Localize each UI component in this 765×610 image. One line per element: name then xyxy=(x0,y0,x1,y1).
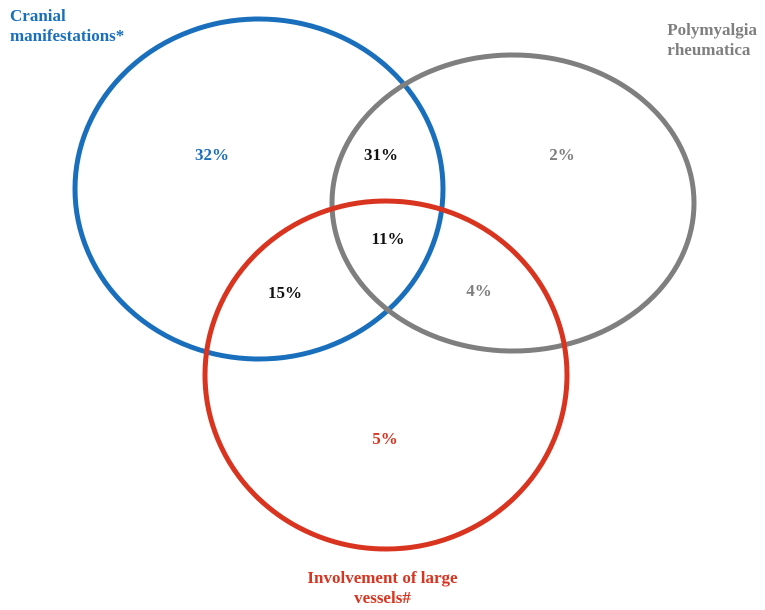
region-all-three-label: 11% xyxy=(371,229,404,248)
polymyalgia-rheumatica-title: Polymyalgia rheumatica xyxy=(667,20,757,60)
region-cranial-pmr-label: 31% xyxy=(364,145,398,164)
cranial-title-line1: Cranial xyxy=(10,6,66,25)
large-vessels-title-line2: vessels# xyxy=(354,588,411,607)
region-cranial-only-label: 32% xyxy=(195,145,229,164)
large-vessels-title-line1: Involvement of large xyxy=(307,568,458,587)
region-pmr-large-label: 4% xyxy=(466,281,492,300)
pmr-title-line2: rheumatica xyxy=(667,40,751,59)
cranial-title-line2: manifestations* xyxy=(10,26,125,45)
cranial-manifestations-title: Cranial manifestations* xyxy=(10,6,124,46)
pmr-circle xyxy=(329,52,697,354)
large-vessels-title: Involvement of large vessels# xyxy=(0,568,765,608)
region-large-only-label: 5% xyxy=(372,429,398,448)
pmr-title-line1: Polymyalgia xyxy=(667,20,757,39)
region-cranial-large-label: 15% xyxy=(268,283,302,302)
region-pmr-only-label: 2% xyxy=(549,145,575,164)
large-vessels-circle xyxy=(202,198,570,552)
cranial-circle xyxy=(72,16,446,362)
